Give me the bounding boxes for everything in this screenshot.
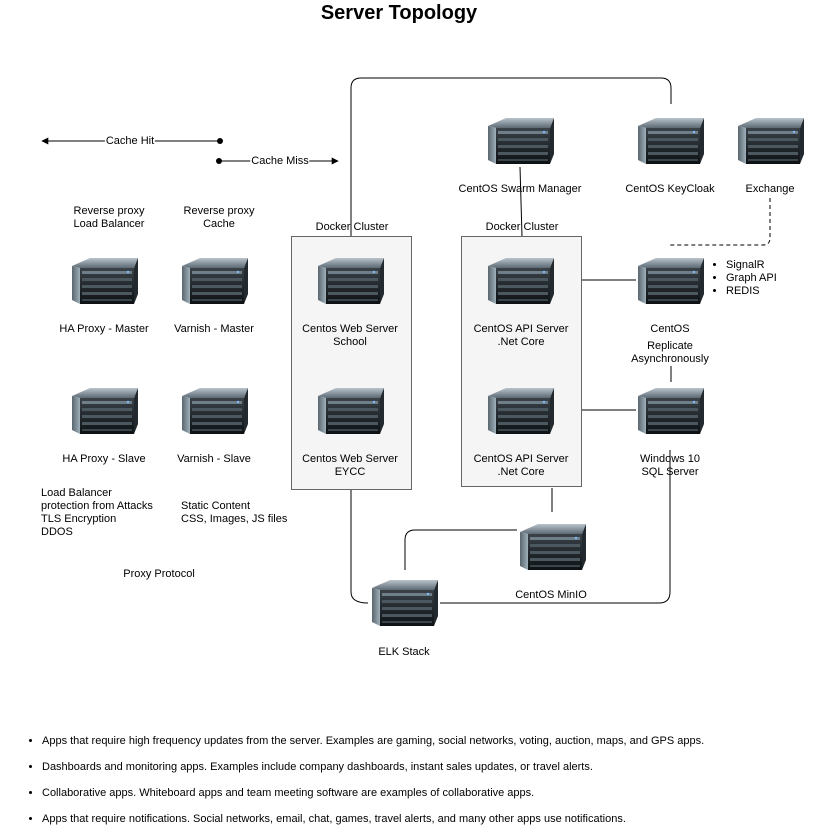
api-server-2-label: CentOS API Server .Net Core [474,453,569,479]
keycloak-label: CentOS KeyCloak [625,183,715,195]
cache-miss-origin [216,158,222,164]
ha-proxy-notes: Load Balancer protection from Attacks TL… [41,487,153,539]
use-case-item: Apps that require high frequency updates… [42,735,704,748]
minio-server-icon[interactable] [516,524,586,572]
edge-label-line: Replicate [647,340,693,352]
varnish-slave-server-icon[interactable] [178,388,248,436]
server-rack-icon [520,524,586,570]
ha-proxy-master-server-icon[interactable] [68,258,138,306]
node-label-line: CentOS API Server [473,323,569,335]
server-rack-icon [638,388,704,434]
api-server-2-icon[interactable] [484,388,554,436]
ha-proxy-slave-server-icon[interactable] [68,388,138,436]
server-rack-icon [488,258,554,304]
edge-label-line: Asynchronously [631,353,709,365]
note-line: protection from Attacks [41,500,153,512]
service-item: Graph API [726,272,777,285]
cache-hit-label: Cache Hit [104,135,156,148]
varnish-notes: Static Content CSS, Images, JS files [181,500,287,526]
note-line: Static Content [181,500,251,512]
server-rack-icon [318,258,384,304]
replicate-edge-label: Replicate Asynchronously [631,340,709,366]
node-label-line: Centos Web Server [302,323,398,335]
edge-elk-minio [404,529,517,570]
exchange-label: Exchange [745,183,795,195]
web-server-eycc-icon[interactable] [314,388,384,436]
header-line: Cache [203,218,235,230]
swarm-manager-server-icon[interactable] [484,118,554,166]
header-reverse-proxy-cache: Reverse proxy Cache [184,205,255,231]
swarm-manager-label: CentOS Swarm Manager [458,183,582,195]
edge-exchange-centos [670,198,771,246]
node-label-line: Windows 10 [640,453,700,465]
node-label-line: School [333,336,367,348]
note-line: TLS Encryption [41,513,117,525]
windows-sql-label: Windows 10 SQL Server [640,453,700,479]
edge-elk-windows [440,450,671,604]
keycloak-server-icon[interactable] [634,118,704,166]
cache-hit-origin [217,138,223,144]
server-rack-icon [372,580,438,626]
server-rack-icon [318,388,384,434]
windows-sql-server-icon[interactable] [634,388,704,436]
server-rack-icon [72,388,138,434]
api-server-1-label: CentOS API Server .Net Core [474,323,569,349]
note-line: CSS, Images, JS files [181,513,288,525]
cache-miss-label: Cache Miss [250,155,310,168]
header-line: Reverse proxy [73,205,145,217]
header-line: Load Balancer [73,218,145,230]
web-server-school-icon[interactable] [314,258,384,306]
node-label-line: SQL Server [641,466,699,478]
web-server-school-label: Centos Web Server School [302,323,398,349]
web-server-eycc-label: Centos Web Server EYCC [302,453,398,479]
use-cases-list: Apps that require high frequency updates… [28,735,704,839]
node-label-line: EYCC [334,466,366,478]
varnish-master-server-icon[interactable] [178,258,248,306]
minio-label: CentOS MinIO [515,589,587,602]
header-reverse-proxy-lb: Reverse proxy Load Balancer [74,205,145,231]
centos-signalr-label: CentOS [650,323,690,335]
service-item: SignalR [726,259,777,272]
varnish-slave-label: Varnish - Slave [177,453,251,465]
service-item: REDIS [726,285,777,298]
node-label-line: .Net Core [497,336,545,348]
server-rack-icon [182,388,248,434]
varnish-master-label: Varnish - Master [174,323,254,335]
note-line: DDOS [41,526,73,538]
centos-services-list: SignalR Graph API REDIS [712,259,777,298]
header-line: Reverse proxy [183,205,255,217]
node-label-line: Centos Web Server [302,453,398,465]
api-server-1-icon[interactable] [484,258,554,306]
edge-web-cluster-keycloak [350,77,672,236]
use-case-item: Dashboards and monitoring apps. Examples… [42,761,704,774]
centos-signalr-server-icon[interactable] [634,258,704,306]
server-rack-icon [638,118,704,164]
docker-cluster-web-label: Docker Cluster [315,221,389,233]
page-title: Server Topology [320,2,478,24]
elk-label: ELK Stack [378,646,430,658]
note-line: Load Balancer [41,487,112,499]
server-rack-icon [182,258,248,304]
server-rack-icon [488,118,554,164]
exchange-server-icon[interactable] [734,118,804,166]
docker-cluster-api-label: Docker Cluster [485,221,559,233]
use-case-item: Collaborative apps. Whiteboard apps and … [42,787,704,800]
proxy-protocol-note: Proxy Protocol [123,568,195,580]
ha-proxy-slave-label: HA Proxy - Slave [62,453,146,465]
node-label-line: CentOS API Server [473,453,569,465]
edge-swarm-api-cluster [519,166,523,237]
edge-web-cluster-elk [350,490,369,604]
server-rack-icon [638,258,704,304]
server-rack-icon [72,258,138,304]
server-rack-icon [488,388,554,434]
server-rack-icon [738,118,804,164]
node-label-line: .Net Core [497,466,545,478]
ha-proxy-master-label: HA Proxy - Master [59,323,149,335]
elk-server-icon[interactable] [368,580,438,628]
use-case-item: Apps that require notifications. Social … [42,813,704,826]
